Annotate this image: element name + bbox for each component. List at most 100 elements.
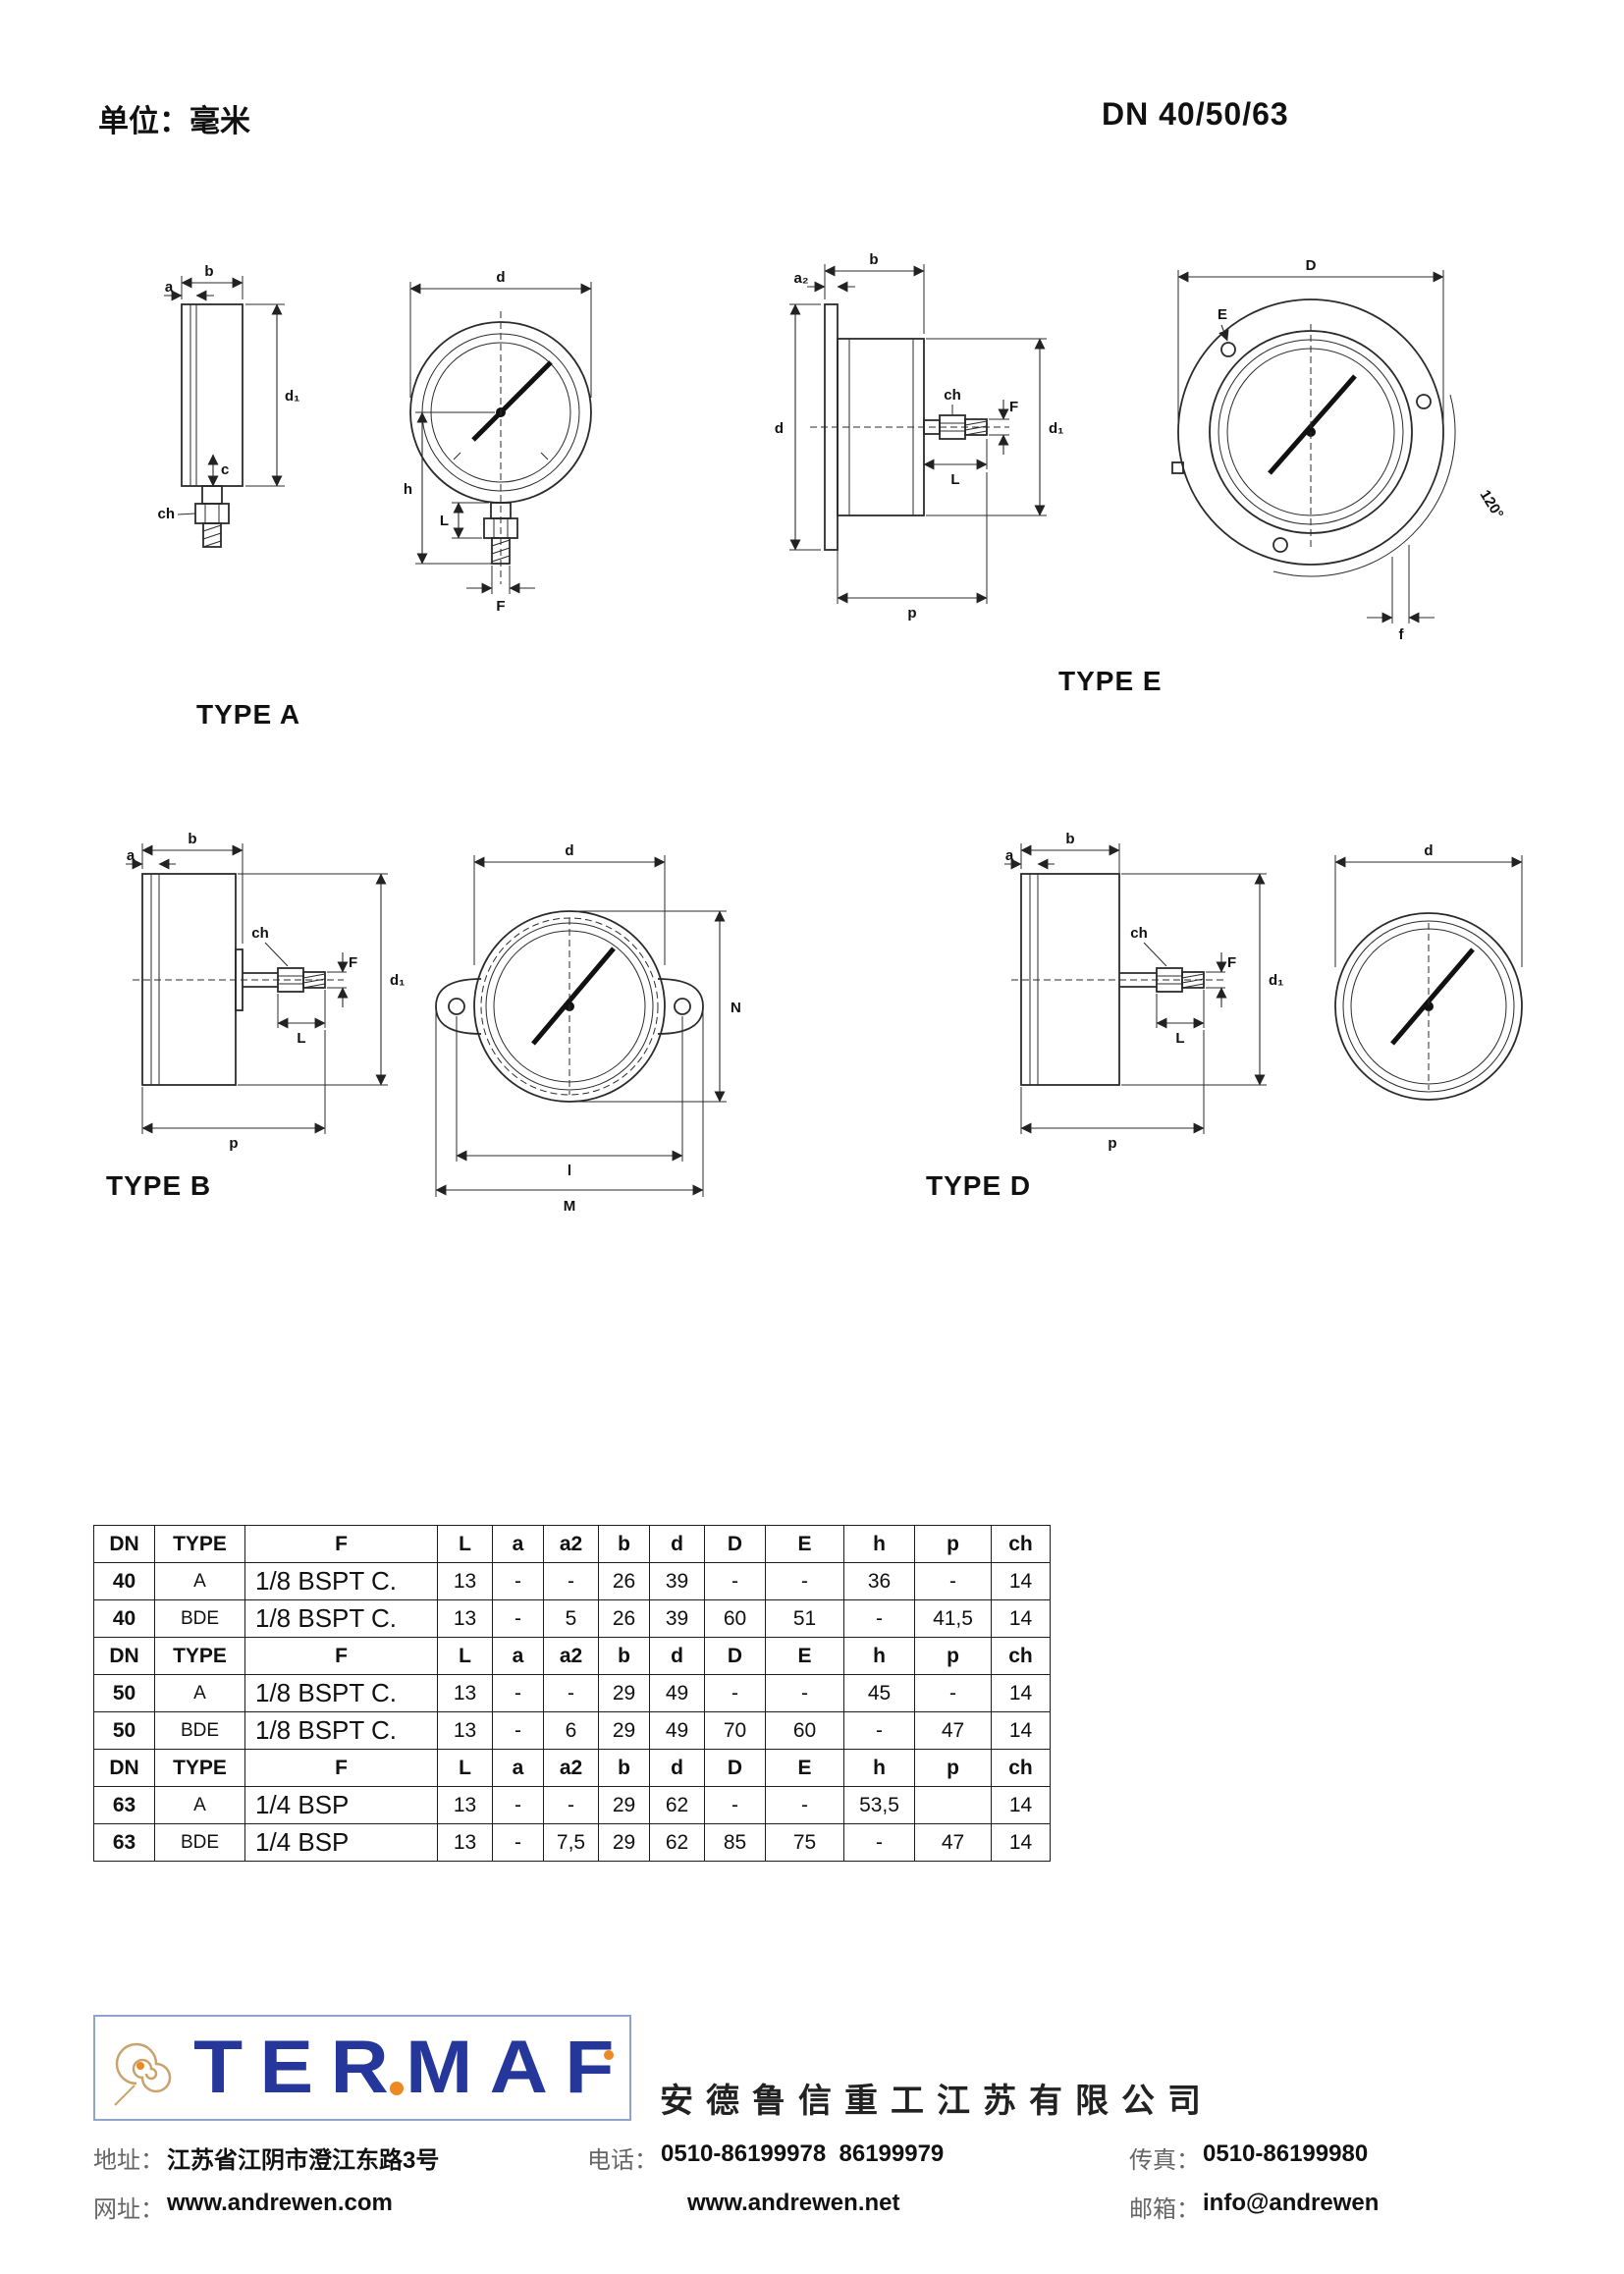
dim-label-b: b [869, 251, 878, 268]
dim-label-h: h [404, 481, 412, 498]
column-header: ch [991, 1525, 1051, 1563]
dim-label-N: N [731, 1000, 741, 1016]
column-header: a [492, 1749, 544, 1787]
table-cell: - [543, 1786, 599, 1824]
type-b-drawing: b a ch F d₁ L p [126, 831, 741, 1215]
dim-label-b: b [204, 263, 213, 280]
phone-value: 0510-86199978 86199979 [661, 2140, 945, 2167]
type-d-front-view: d [1334, 842, 1523, 1101]
table-cell: 13 [437, 1674, 493, 1712]
column-header: ch [991, 1637, 1051, 1675]
table-cell: - [843, 1599, 915, 1638]
column-header: p [914, 1525, 992, 1563]
table-cell: 13 [437, 1786, 493, 1824]
column-header: b [598, 1525, 650, 1563]
table-cell: 60 [765, 1711, 844, 1750]
table-cell: 40 [93, 1599, 155, 1638]
table-cell: - [765, 1786, 844, 1824]
table-cell: 6 [543, 1711, 599, 1750]
table-cell: 63 [93, 1786, 155, 1824]
table-cell: 26 [598, 1599, 650, 1638]
table-cell: 14 [991, 1786, 1051, 1824]
phone-label: 电话： [587, 2147, 658, 2174]
table-cell: 29 [598, 1823, 650, 1862]
column-header: b [598, 1637, 650, 1675]
table-cell: BDE [154, 1823, 245, 1862]
table-cell: 45 [843, 1674, 915, 1712]
column-header: L [437, 1637, 493, 1675]
table-cell: - [492, 1674, 544, 1712]
table-cell: 47 [914, 1823, 992, 1862]
table-cell: 1/8 BSPT C. [244, 1599, 438, 1638]
table-cell: 29 [598, 1674, 650, 1712]
type-e-label: TYPE E [1058, 666, 1163, 696]
column-header: h [843, 1637, 915, 1675]
dim-label-D: D [1306, 257, 1317, 274]
column-header: TYPE [154, 1525, 245, 1563]
table-cell: 47 [914, 1711, 992, 1750]
column-header: h [843, 1525, 915, 1563]
column-header: b [598, 1749, 650, 1787]
table-cell: 13 [437, 1823, 493, 1862]
type-b-side-view: b a ch F d₁ L p [126, 831, 405, 1152]
type-a-label: TYPE A [196, 699, 301, 730]
logo-accent-dot [390, 2082, 404, 2095]
table-cell: 62 [649, 1786, 705, 1824]
dim-label-E: E [1218, 306, 1227, 323]
table-cell [914, 1786, 992, 1824]
logo-wordmark: TERMAF [193, 2026, 631, 2109]
dim-label-d1: d₁ [1269, 972, 1283, 989]
column-header: p [914, 1637, 992, 1675]
column-header: L [437, 1525, 493, 1563]
dim-label-p: p [229, 1135, 238, 1152]
fax-value: 0510-86199980 [1203, 2140, 1369, 2167]
table-cell: 1/4 BSP [244, 1823, 438, 1862]
column-header: a [492, 1525, 544, 1563]
website-url-1: www.andrewen.com [167, 2190, 393, 2216]
column-header: E [765, 1749, 844, 1787]
table-cell: 41,5 [914, 1599, 992, 1638]
dim-label-ch: ch [157, 506, 175, 522]
table-cell: 70 [704, 1711, 766, 1750]
table-cell: - [765, 1562, 844, 1600]
dim-label-d: d [1424, 842, 1433, 859]
table-cell: - [492, 1599, 544, 1638]
dim-label-L: L [950, 471, 959, 488]
dim-label-L: L [1175, 1030, 1184, 1047]
website-label: 网址： [93, 2196, 164, 2223]
dim-label-d: d [775, 420, 784, 437]
type-d-side-view: b a ch F d₁ L p [1004, 831, 1283, 1152]
dim-label-p: p [907, 605, 916, 622]
table-cell: - [543, 1562, 599, 1600]
page-title: DN 40/50/63 [1102, 96, 1289, 132]
dim-label-d: d [496, 269, 505, 286]
type-a-drawing: b a d₁ c ch [157, 263, 592, 615]
table-cell: 62 [649, 1823, 705, 1862]
table-cell: 53,5 [843, 1786, 915, 1824]
column-header: DN [93, 1749, 155, 1787]
email-label: 邮箱： [1129, 2196, 1200, 2223]
table-cell: A [154, 1786, 245, 1824]
table-cell: 49 [649, 1711, 705, 1750]
table-cell: 13 [437, 1711, 493, 1750]
table-cell: 14 [991, 1562, 1051, 1600]
table-cell: - [543, 1674, 599, 1712]
table-cell: 29 [598, 1711, 650, 1750]
column-header: DN [93, 1525, 155, 1563]
column-header: a2 [543, 1749, 599, 1787]
dim-label-ch: ch [251, 925, 269, 942]
table-cell: A [154, 1674, 245, 1712]
type-e-front-view: D E 120° f [1171, 257, 1506, 643]
table-cell: A [154, 1562, 245, 1600]
table-cell: 85 [704, 1823, 766, 1862]
table-cell: 51 [765, 1599, 844, 1638]
type-a-front-view: d h L F [404, 269, 592, 615]
table-cell: BDE [154, 1599, 245, 1638]
table-cell: 13 [437, 1562, 493, 1600]
